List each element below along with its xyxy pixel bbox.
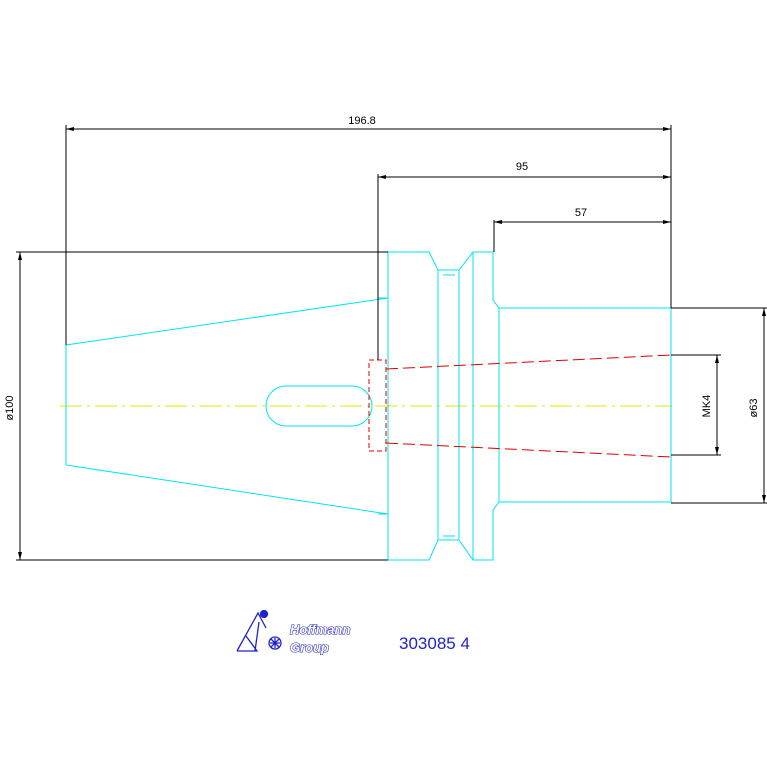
dimension-lines — [16, 125, 767, 561]
dim-length-57: 57 — [575, 207, 587, 219]
collar — [458, 251, 500, 561]
taper-cone — [65, 297, 389, 515]
brand-name-line2: Group — [290, 640, 329, 655]
shank — [499, 307, 672, 503]
arrowheads — [18, 127, 766, 560]
groove-v — [443, 274, 455, 537]
dim-taper: MK4 — [701, 395, 713, 418]
part-number: 303085 4 — [399, 634, 470, 653]
brand-logo: Hoffmann Group — [236, 609, 351, 656]
brand-emblem-icon — [236, 609, 282, 652]
drive-slot — [265, 385, 373, 427]
dim-overall-length: 196.8 — [348, 115, 376, 127]
groove — [438, 269, 460, 541]
dim-diameter-flange: ø100 — [4, 395, 16, 420]
dim-length-95: 95 — [516, 161, 528, 173]
dim-diameter-shank: ø63 — [748, 399, 760, 418]
brand-name-line1: Hoffmann — [290, 622, 350, 637]
